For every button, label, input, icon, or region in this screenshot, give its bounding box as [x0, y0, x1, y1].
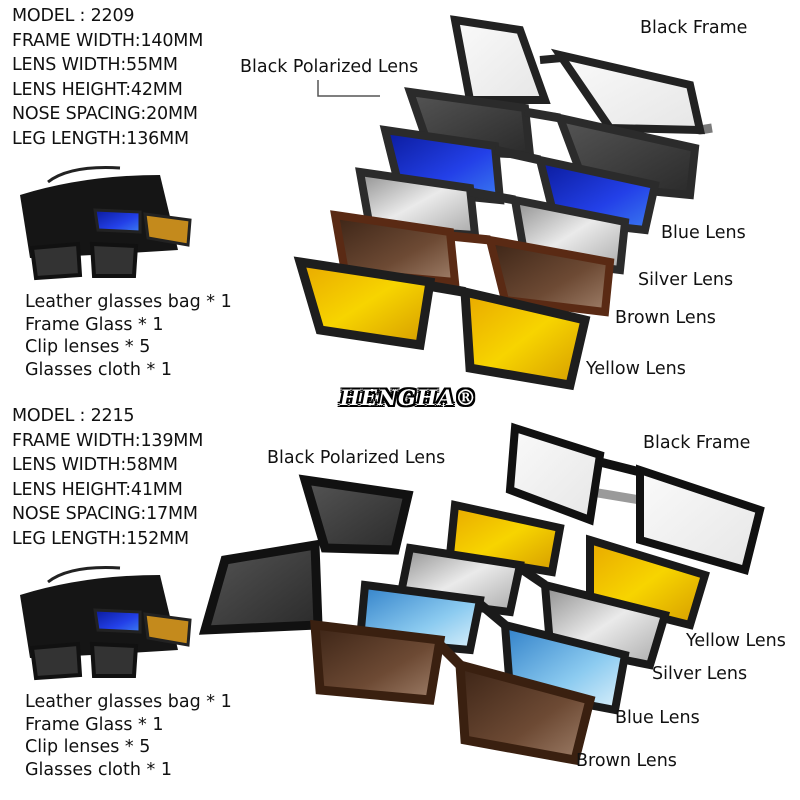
- callout-silver-lens: Silver Lens: [652, 664, 748, 684]
- content-item: Frame Glass * 1: [25, 314, 164, 335]
- top-leather-bag-set: [20, 166, 192, 281]
- bottom-clip-brown: [310, 619, 596, 766]
- content-item: Clip lenses * 5: [25, 737, 151, 757]
- callout-black-frame: Black Frame: [643, 433, 751, 453]
- top-spec-list: MODEL : 2209 FRAME WIDTH:140MM LENS WIDT…: [12, 4, 203, 151]
- callout-brown-lens: Brown Lens: [615, 308, 716, 328]
- content-item: Frame Glass * 1: [25, 714, 164, 735]
- top-clip-yellow: [293, 256, 591, 391]
- top-clip-silver: [355, 167, 630, 275]
- callout-blue-lens: Blue Lens: [615, 708, 700, 728]
- top-frame-glasses: [450, 15, 713, 135]
- spec-nose-spacing: NOSE SPACING:20MM: [12, 104, 198, 124]
- bottom-frame-glasses: [505, 422, 765, 575]
- model-number: MODEL : 2215: [12, 406, 135, 426]
- bottom-leather-bag-set: [20, 566, 192, 681]
- spec-leg-length: LEG LENGTH:136MM: [12, 128, 189, 149]
- model-number: MODEL : 2209: [12, 6, 135, 26]
- spec-frame-width: FRAME WIDTH:140MM: [12, 30, 204, 51]
- callout-brown-lens: Brown Lens: [576, 751, 677, 771]
- spec-lens-height: LENS HEIGHT:42MM: [12, 79, 183, 100]
- brand-logo: HENGHA®: [340, 385, 478, 410]
- spec-lens-width: LENS WIDTH:55MM: [12, 55, 178, 75]
- content-item: Leather glasses bag * 1: [25, 692, 232, 712]
- callout-black-polarized-lens: Black Polarized Lens: [240, 57, 419, 77]
- spec-lens-height: LENS HEIGHT:41MM: [12, 479, 183, 500]
- callout-blue-lens: Blue Lens: [661, 223, 746, 243]
- content-item: Glasses cloth * 1: [25, 359, 172, 380]
- callout-yellow-lens: Yellow Lens: [586, 359, 686, 379]
- callout-black-frame: Black Frame: [640, 18, 748, 38]
- spec-leg-length: LEG LENGTH:152MM: [12, 528, 189, 549]
- bottom-spec-list: MODEL : 2215 FRAME WIDTH:139MM LENS WIDT…: [12, 404, 203, 551]
- callout-leader-line: [317, 80, 380, 97]
- spec-frame-width: FRAME WIDTH:139MM: [12, 430, 204, 451]
- callout-silver-lens: Silver Lens: [638, 270, 734, 290]
- spec-nose-spacing: NOSE SPACING:17MM: [12, 504, 198, 524]
- content-item: Clip lenses * 5: [25, 337, 151, 357]
- bottom-clip-black-polarized: [198, 474, 414, 635]
- callout-yellow-lens: Yellow Lens: [686, 631, 786, 651]
- top-package-contents: Leather glasses bag * 1 Frame Glass * 1 …: [25, 291, 232, 381]
- callout-black-polarized-lens: Black Polarized Lens: [267, 448, 446, 468]
- content-item: Leather glasses bag * 1: [25, 292, 232, 312]
- content-item: Glasses cloth * 1: [25, 759, 172, 780]
- bottom-package-contents: Leather glasses bag * 1 Frame Glass * 1 …: [25, 691, 232, 781]
- spec-lens-width: LENS WIDTH:58MM: [12, 455, 178, 475]
- top-clip-brown: [330, 210, 615, 317]
